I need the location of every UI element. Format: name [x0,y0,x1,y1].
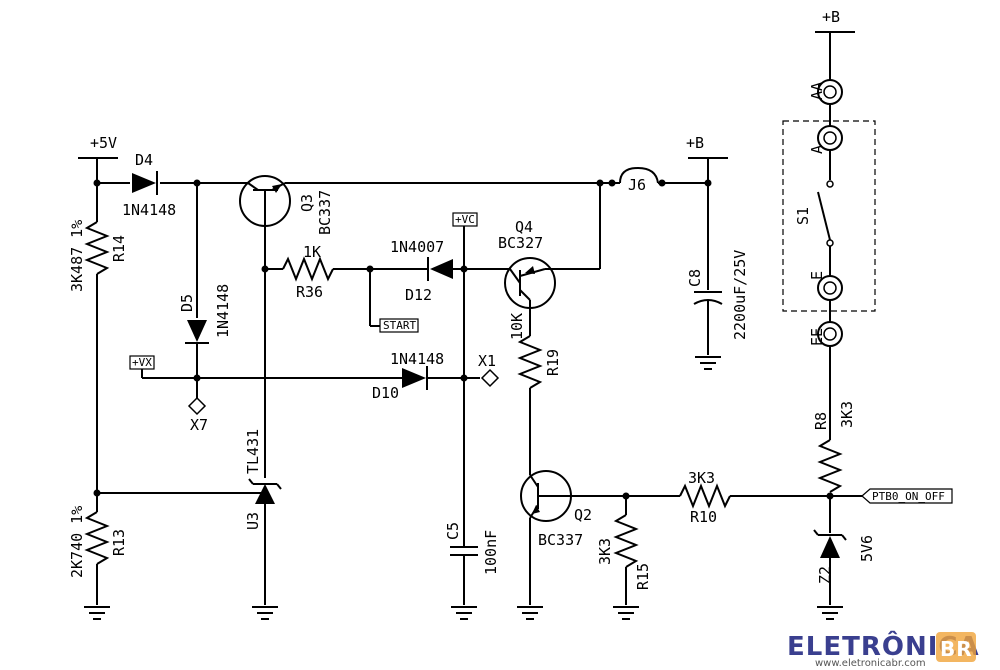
svg-text:R19: R19 [544,349,562,376]
zener-z2 [820,536,840,558]
svg-text:3K3: 3K3 [838,401,856,428]
terminal-a: A [808,125,843,154]
svg-text:R13: R13 [110,529,128,556]
net-vx: +VX [132,356,152,369]
svg-text:C8: C8 [686,269,704,287]
svg-text:D10: D10 [372,384,399,402]
svg-text:Q3: Q3 [298,194,316,212]
svg-text:R8: R8 [812,412,830,430]
plusB-mid-label: +B [686,134,704,152]
svg-text:D5: D5 [178,294,196,312]
svg-text:5V6: 5V6 [858,535,876,562]
resistor-r19 [517,335,543,389]
terminal-ee: EE [808,321,843,347]
svg-text:3K3: 3K3 [596,538,614,565]
svg-text:www.eletronicabr.com: www.eletronicabr.com [815,658,926,669]
svg-text:R15: R15 [634,563,652,590]
svg-text:X7: X7 [190,416,208,434]
svg-text:Q4: Q4 [515,218,533,236]
plus5v-label: +5V [90,134,117,152]
svg-text:Z2: Z2 [816,566,834,584]
svg-text:BC337: BC337 [316,190,334,235]
svg-text:1N4148: 1N4148 [390,350,444,368]
svg-text:C5: C5 [444,522,462,540]
resistor-r36 [282,256,334,282]
zener-u3: TL431 U3 [244,429,282,605]
svg-text:2200uF/25V: 2200uF/25V [731,250,749,340]
diode-d10 [402,368,426,388]
svg-text:1N4007: 1N4007 [390,238,444,256]
svg-text:R10: R10 [690,508,717,526]
svg-text:R14: R14 [110,235,128,262]
terminal-e: E [808,271,843,301]
plusB-top-label: +B [822,8,840,26]
svg-text:100nF: 100nF [482,530,500,575]
net-vc: +VC [455,213,475,226]
svg-text:R36: R36 [296,283,323,301]
resistor-r8 [817,439,843,493]
svg-text:E: E [808,271,826,280]
diode-d4: D4 1N4148 [122,151,176,219]
svg-text:10K: 10K [508,313,526,340]
net-start: START [383,319,416,332]
diode-d5 [187,320,207,342]
svg-text:D4: D4 [135,151,153,169]
transistor-q3: Q3 BC337 [239,175,334,235]
switch-s1-lever [817,191,831,241]
resistor-r13 [84,511,110,565]
svg-text:TL431: TL431 [244,429,262,474]
svg-text:J6: J6 [628,176,646,194]
jumper-j6 [619,166,659,184]
watermark-logo: ELETRÔNICA BR www.eletronicabr.com [787,630,979,669]
svg-text:2K740 1%: 2K740 1% [68,506,86,578]
transistor-q2: Q2 BC337 [520,470,592,549]
svg-text:BR: BR [940,637,973,661]
resistor-r15 [613,514,639,568]
svg-text:1N4148: 1N4148 [214,284,232,338]
svg-text:U3: U3 [244,512,262,530]
svg-text:3K3: 3K3 [688,469,715,487]
net-ptb0: PTB0_ON_OFF [872,490,945,503]
svg-text:D12: D12 [405,286,432,304]
svg-text:AA: AA [808,82,826,100]
resistor-r14 [84,221,110,275]
switch-s1-box [782,120,876,312]
ground-r13 [84,606,110,620]
svg-text:A: A [808,145,826,154]
svg-text:1K: 1K [303,243,321,261]
transistor-q4: Q4 BC327 [498,218,556,309]
terminal-aa: AA [808,79,843,105]
svg-text:BC327: BC327 [498,234,543,252]
plus5v-rail: +5V [78,134,118,183]
svg-text:1N4148: 1N4148 [122,201,176,219]
svg-text:BC337: BC337 [538,531,583,549]
svg-text:X1: X1 [478,352,496,370]
svg-text:Q2: Q2 [574,506,592,524]
diode-d12 [430,259,453,279]
svg-text:S1: S1 [794,207,812,225]
svg-text:3K487 1%: 3K487 1% [68,220,86,292]
svg-text:EE: EE [808,328,826,346]
resistor-r10 [679,483,731,509]
